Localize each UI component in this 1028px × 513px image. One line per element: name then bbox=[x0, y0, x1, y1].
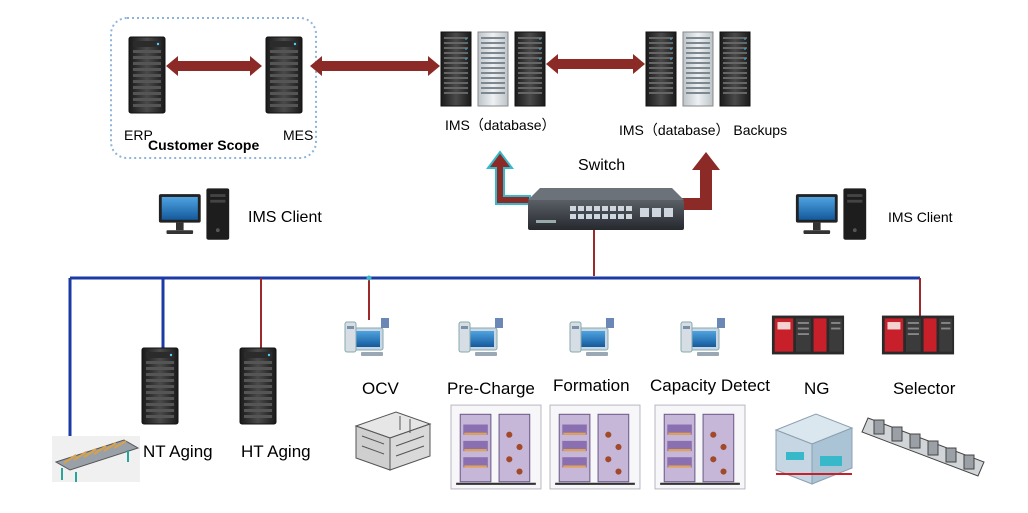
mes-server-icon bbox=[265, 36, 303, 114]
ocv-node bbox=[366, 275, 372, 281]
station-label-selector: Selector bbox=[893, 379, 956, 398]
selector-machine-icon bbox=[861, 417, 985, 477]
ims-database-server-icon bbox=[440, 31, 546, 107]
ng-machine-icon bbox=[774, 413, 854, 485]
station-label-ocv: OCV bbox=[362, 379, 399, 398]
network-switch-icon bbox=[528, 188, 684, 230]
formation-machine-icon bbox=[549, 404, 641, 490]
data-flow-arrows bbox=[166, 54, 645, 76]
arrow-ims-backup bbox=[546, 54, 645, 74]
ims-client-right-icon bbox=[795, 188, 867, 240]
station-label-capacity-detect: Capacity Detect bbox=[650, 376, 770, 395]
nt-aging-server-icon bbox=[141, 347, 179, 425]
arrow-switch-to-ims-db bbox=[486, 150, 531, 205]
arrow-mes-ims bbox=[310, 56, 440, 76]
pre-charge-workstation-icon bbox=[458, 317, 504, 357]
arrow-erp-mes bbox=[166, 56, 262, 76]
ims-backup-server-icon bbox=[645, 31, 751, 107]
pre-charge-machine-icon bbox=[450, 404, 542, 490]
station-label-ng: NG bbox=[804, 379, 830, 398]
switch-label: Switch bbox=[578, 157, 626, 174]
erp-server-icon bbox=[128, 36, 166, 114]
arrow-switch-to-backup bbox=[676, 152, 720, 210]
ocv-workstation-icon bbox=[344, 317, 390, 357]
conveyor-machine-icon bbox=[52, 436, 140, 482]
mes-label: MES bbox=[283, 127, 314, 143]
ims-client-left-icon bbox=[158, 188, 230, 240]
ims-client-left-label: IMS Client bbox=[248, 209, 322, 226]
ims-database-label: IMS（database） bbox=[445, 117, 556, 133]
station-label-ht-aging: HT Aging bbox=[241, 442, 311, 461]
ocv-machine-icon bbox=[354, 411, 432, 471]
customer-scope-boundary bbox=[110, 17, 317, 159]
capacity-detect-machine-icon bbox=[654, 404, 746, 490]
ims-backup-label: IMS（database） Backups bbox=[619, 122, 788, 138]
selector-plc-icon bbox=[881, 315, 955, 355]
station-label-formation: Formation bbox=[553, 376, 630, 395]
station-label-pre-charge: Pre-Charge bbox=[447, 379, 535, 398]
ht-aging-server-icon bbox=[239, 347, 277, 425]
erp-label: ERP bbox=[124, 127, 153, 143]
station-label-nt-aging: NT Aging bbox=[143, 442, 213, 461]
formation-workstation-icon bbox=[569, 317, 615, 357]
switch-uplink-arrows bbox=[486, 150, 720, 210]
capacity-detect-workstation-icon bbox=[680, 317, 726, 357]
customer-scope-label: Customer Scope bbox=[148, 137, 260, 153]
ims-client-right-label: IMS Client bbox=[888, 209, 953, 225]
ng-plc-icon bbox=[771, 315, 845, 355]
